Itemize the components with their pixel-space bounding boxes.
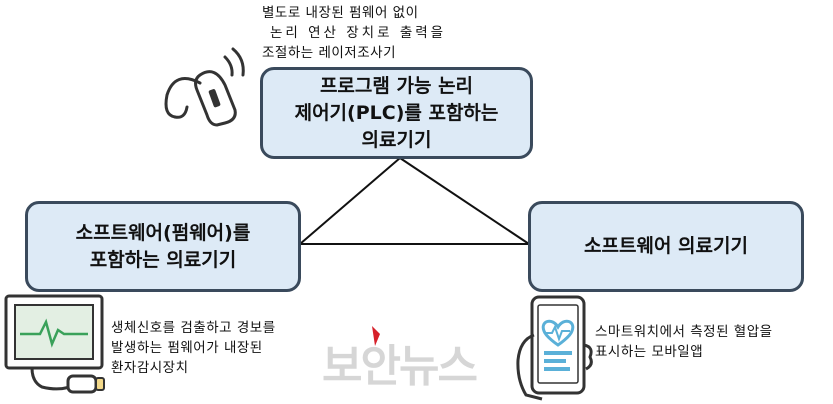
watermark: 보안뉴스 — [322, 341, 478, 392]
patient-monitor-icon — [4, 294, 105, 394]
node-plc-line-2: 제어기(PLC)를 포함하는 — [294, 101, 499, 124]
node-plc-line-3: 의료기기 — [361, 128, 432, 151]
caption-mobile: 스마트워치에서 측정된 혈압을 표시하는 모바일앱 — [595, 322, 773, 362]
caption-laser: 별도로 내장된 펌웨어 없이 논리 연산 장치로 출력을 조절하는 레이저조사기 — [262, 3, 446, 63]
node-firmware-line-1: 소프트웨어(펌웨어)를 — [75, 221, 251, 244]
caption-mobile-line-2: 표시하는 모바일앱 — [595, 344, 704, 360]
caption-mobile-line-1: 스마트워치에서 측정된 혈압을 — [595, 324, 773, 340]
caption-laser-line-1: 별도로 내장된 펌웨어 없이 — [262, 5, 419, 21]
line-plc-software — [399, 157, 530, 245]
mobile-health-app-icon — [516, 295, 593, 401]
caption-monitor: 생체신호를 검출하고 경보를 발생하는 펌웨어가 내장된 환자감시장치 — [111, 318, 276, 378]
caption-laser-line-3: 조절하는 레이저조사기 — [262, 45, 396, 61]
node-plc-line-1: 프로그램 가능 논리 — [319, 74, 474, 97]
caption-laser-line-2: 논리 연산 장치로 출력을 — [270, 25, 447, 41]
caption-monitor-line-3: 환자감시장치 — [111, 360, 189, 376]
caption-monitor-line-2: 발생하는 펌웨어가 내장된 — [111, 340, 263, 356]
node-software-line-1: 소프트웨어 의료기기 — [584, 235, 748, 257]
node-software-device: 소프트웨어 의료기기 — [528, 201, 804, 292]
laser-device-icon — [164, 47, 245, 127]
node-firmware-device: 소프트웨어(펌웨어)를 포함하는 의료기기 — [25, 201, 301, 292]
node-firmware-line-2: 포함하는 의료기기 — [89, 248, 237, 271]
watermark-accent-mark — [372, 326, 380, 346]
node-plc-device: 프로그램 가능 논리 제어기(PLC)를 포함하는 의료기기 — [260, 67, 533, 159]
line-plc-firmware — [299, 157, 401, 245]
caption-monitor-line-1: 생체신호를 검출하고 경보를 — [111, 320, 276, 336]
